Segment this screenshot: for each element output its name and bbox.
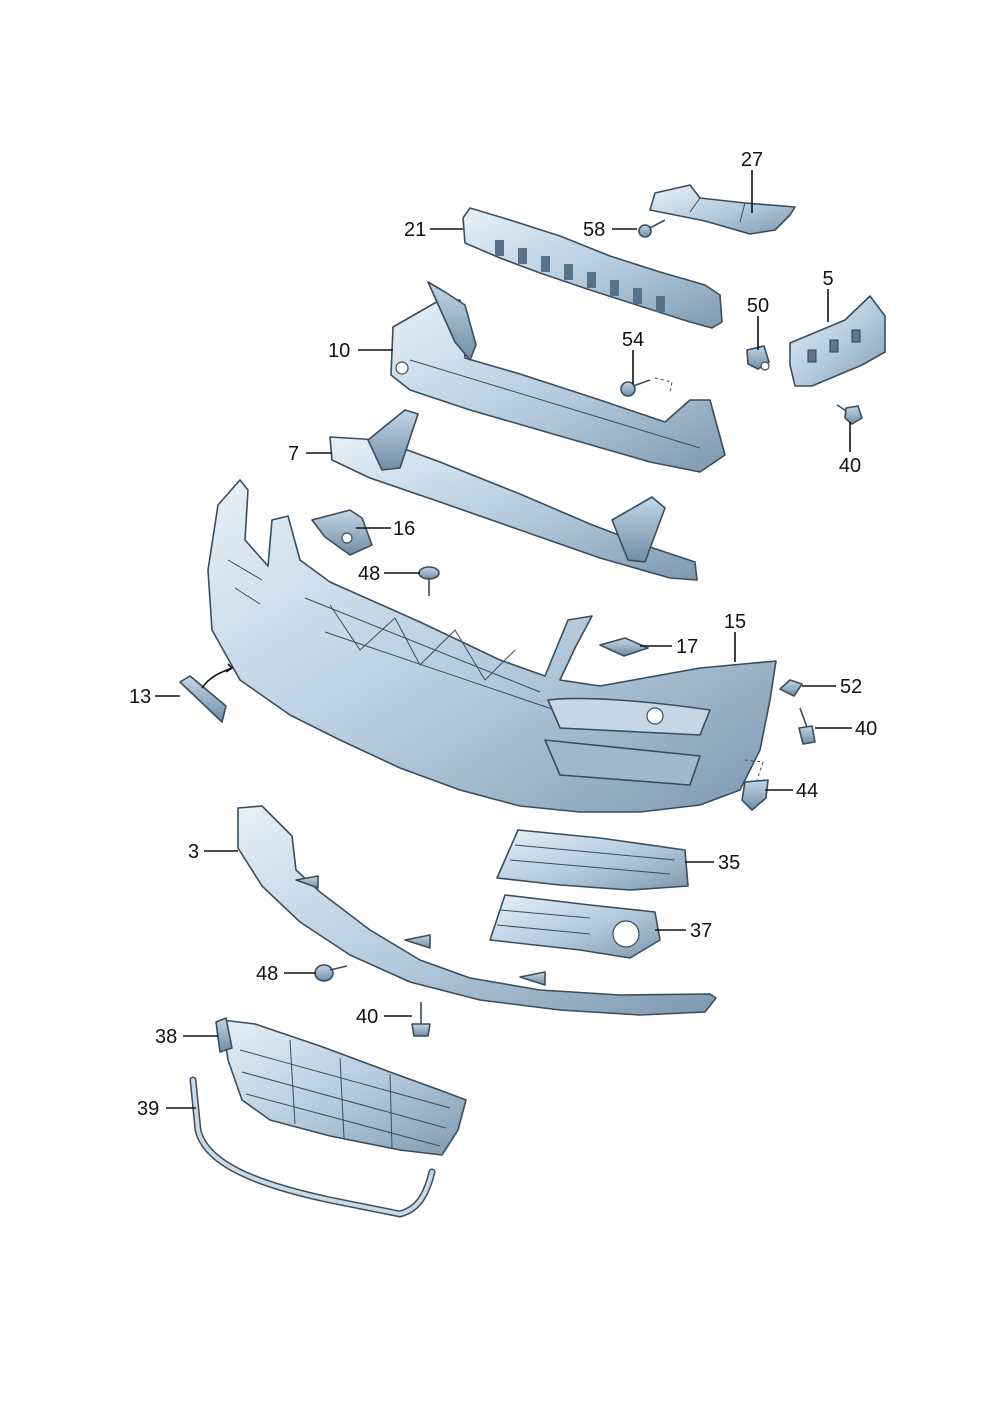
callout-38: 38 (155, 1026, 177, 1048)
callout-10: 10 (328, 340, 350, 362)
callout-40a: 40 (839, 455, 861, 477)
part-44-rivet (741, 759, 769, 811)
leader-lines (155, 170, 852, 1109)
callout-5: 5 (822, 268, 833, 290)
part-13-cap (179, 663, 234, 723)
callout-37: 37 (690, 920, 712, 942)
callout-27: 27 (741, 149, 763, 171)
callout-35: 35 (718, 852, 740, 874)
part-3-spoiler (237, 805, 717, 1016)
callout-13: 13 (129, 686, 151, 708)
part-10-bumper-carrier (390, 281, 726, 473)
part-35-grille (496, 829, 689, 891)
part-39-trim-strip (189, 1076, 436, 1218)
callout-50: 50 (747, 295, 769, 317)
part-21-energy-absorber (462, 207, 723, 329)
part-52-nut (779, 679, 803, 697)
callout-58: 58 (583, 219, 605, 241)
callout-48a: 48 (358, 563, 380, 585)
callout-labels: 27 21 58 5 50 10 54 40 7 16 48 15 17 52 … (129, 149, 877, 1120)
part-40-screw-upper (836, 404, 863, 425)
callout-52: 52 (840, 676, 862, 698)
part-40-screw-lower (411, 1002, 431, 1037)
callout-7: 7 (288, 443, 299, 465)
part-38-lower-grille (215, 1017, 467, 1156)
part-54-bolt (620, 377, 673, 397)
part-50-clip (746, 345, 770, 371)
callout-40b: 40 (855, 718, 877, 740)
part-37-fog-grille (489, 894, 661, 959)
part-7-impact-absorber (329, 409, 698, 581)
part-58-screw (638, 219, 666, 238)
part-48-bolt-upper (418, 566, 440, 596)
part-17-cap (599, 637, 649, 657)
callout-39: 39 (137, 1098, 159, 1120)
part-15-bumper-cover (207, 479, 777, 813)
callout-44: 44 (796, 780, 818, 802)
callout-54: 54 (622, 329, 644, 351)
callout-15: 15 (724, 611, 746, 633)
part-5-side-bracket (789, 295, 886, 387)
part-48-bolt-lower (314, 964, 348, 982)
part-16-mount (311, 509, 373, 556)
callout-40c: 40 (356, 1006, 378, 1028)
part-27-bracket (649, 184, 796, 235)
part-40-screw-mid (798, 707, 816, 745)
callout-3: 3 (188, 841, 199, 863)
callout-17: 17 (676, 636, 698, 658)
callout-48b: 48 (256, 963, 278, 985)
callout-21: 21 (404, 219, 426, 241)
callout-16: 16 (393, 518, 415, 540)
